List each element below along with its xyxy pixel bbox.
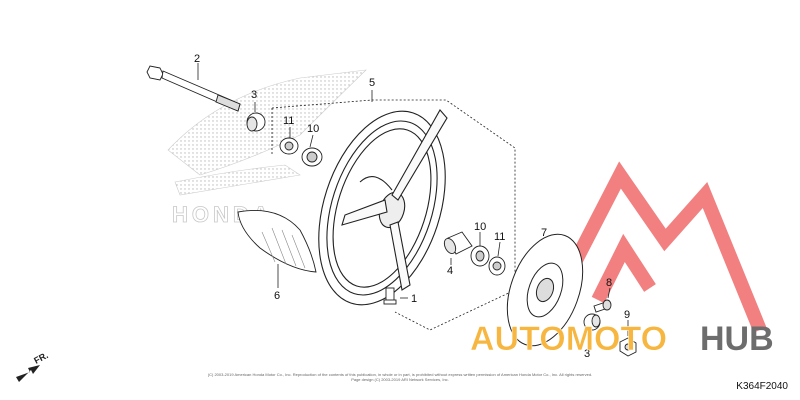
- callout-4: 4: [447, 265, 453, 277]
- watermark-text-secondary: HUB: [700, 320, 774, 358]
- callout-2: 2: [194, 53, 200, 65]
- valve-stem-part: [383, 287, 397, 305]
- callout-3-top: 3: [251, 89, 257, 101]
- copyright-line: (C) 2003-2019 American Honda Motor Co., …: [207, 372, 593, 377]
- distance-collar-part: [443, 231, 473, 255]
- callout-7: 7: [541, 227, 547, 239]
- callout-6: 6: [274, 290, 280, 302]
- callout-10-top: 10: [307, 123, 319, 135]
- callout-11-right: 11: [494, 231, 505, 243]
- side-collar-part-right: [583, 313, 601, 331]
- diagram-code: K364F2040: [736, 381, 788, 392]
- axle-nut-part: [619, 337, 637, 357]
- copyright-line: Page design (C) 2003-2019 ARI Network Se…: [351, 377, 449, 382]
- front-wheel-part: [318, 109, 448, 306]
- bearing-and-seal-right: [470, 245, 506, 276]
- callout-3-bottom: 3: [584, 348, 590, 360]
- bearing-and-seal-left: [279, 137, 323, 167]
- leader-lines: [197, 63, 629, 346]
- watermark-text-primary: AUTOMOTO: [470, 320, 667, 358]
- brake-disc-part: [506, 233, 584, 347]
- front-direction-label: FR.: [32, 350, 49, 366]
- callout-5: 5: [369, 77, 375, 89]
- background-honda-wing-logo: HONDA: [167, 69, 367, 227]
- side-collar-part: [246, 112, 266, 132]
- callout-8: 8: [606, 277, 612, 289]
- axle-bolt-part: [146, 65, 241, 112]
- callout-11-top: 11: [283, 115, 294, 127]
- copyright-notice: (C) 2003-2019 American Honda Motor Co., …: [200, 372, 600, 382]
- callout-1: 1: [411, 293, 417, 305]
- front-direction-arrow-icon: [16, 365, 40, 382]
- callout-9: 9: [624, 309, 630, 321]
- front-fender-part: [237, 210, 317, 273]
- disc-bolt-part: [593, 299, 612, 313]
- callout-10-right: 10: [474, 221, 486, 233]
- watermark-logo-icon: [533, 161, 767, 334]
